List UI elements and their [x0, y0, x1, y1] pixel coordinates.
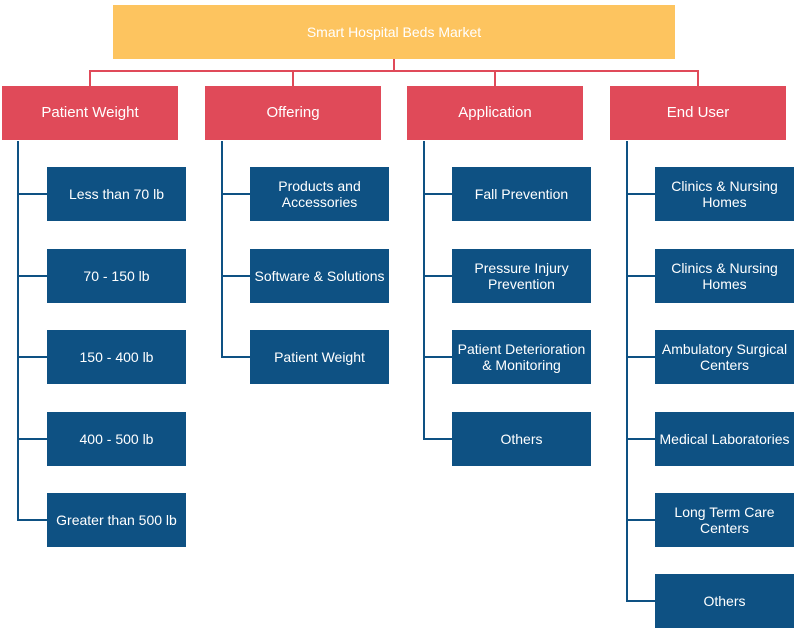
leaf-end-user-1: Clinics & Nursing Homes	[655, 167, 794, 221]
category-end-user: End User	[610, 86, 786, 140]
leaf-patient-weight-1: Less than 70 lb	[47, 167, 186, 221]
leaf-patient-weight-3: 150 - 400 lb	[47, 330, 186, 384]
leaf-patient-weight-4: 400 - 500 lb	[47, 412, 186, 466]
leaf-end-user-2: Clinics & Nursing Homes	[655, 249, 794, 303]
leaf-patient-weight-5: Greater than 500 lb	[47, 493, 186, 547]
leaf-application-1: Fall Prevention	[452, 167, 591, 221]
category-application: Application	[407, 86, 583, 140]
leaf-end-user-6: Others	[655, 574, 794, 628]
leaf-patient-weight-2: 70 - 150 lb	[47, 249, 186, 303]
root-node: Smart Hospital Beds Market	[113, 5, 675, 59]
category-offering: Offering	[205, 86, 381, 140]
leaf-offering-2: Software & Solutions	[250, 249, 389, 303]
leaf-application-4: Others	[452, 412, 591, 466]
leaf-end-user-5: Long Term Care Centers	[655, 493, 794, 547]
leaf-end-user-3: Ambulatory Surgical Centers	[655, 330, 794, 384]
leaf-application-2: Pressure Injury Prevention	[452, 249, 591, 303]
leaf-offering-1: Products and Accessories	[250, 167, 389, 221]
leaf-offering-3: Patient Weight	[250, 330, 389, 384]
leaf-application-3: Patient Deterioration & Monitoring	[452, 330, 591, 384]
category-patient-weight: Patient Weight	[2, 86, 178, 140]
leaf-end-user-4: Medical Laboratories	[655, 412, 794, 466]
